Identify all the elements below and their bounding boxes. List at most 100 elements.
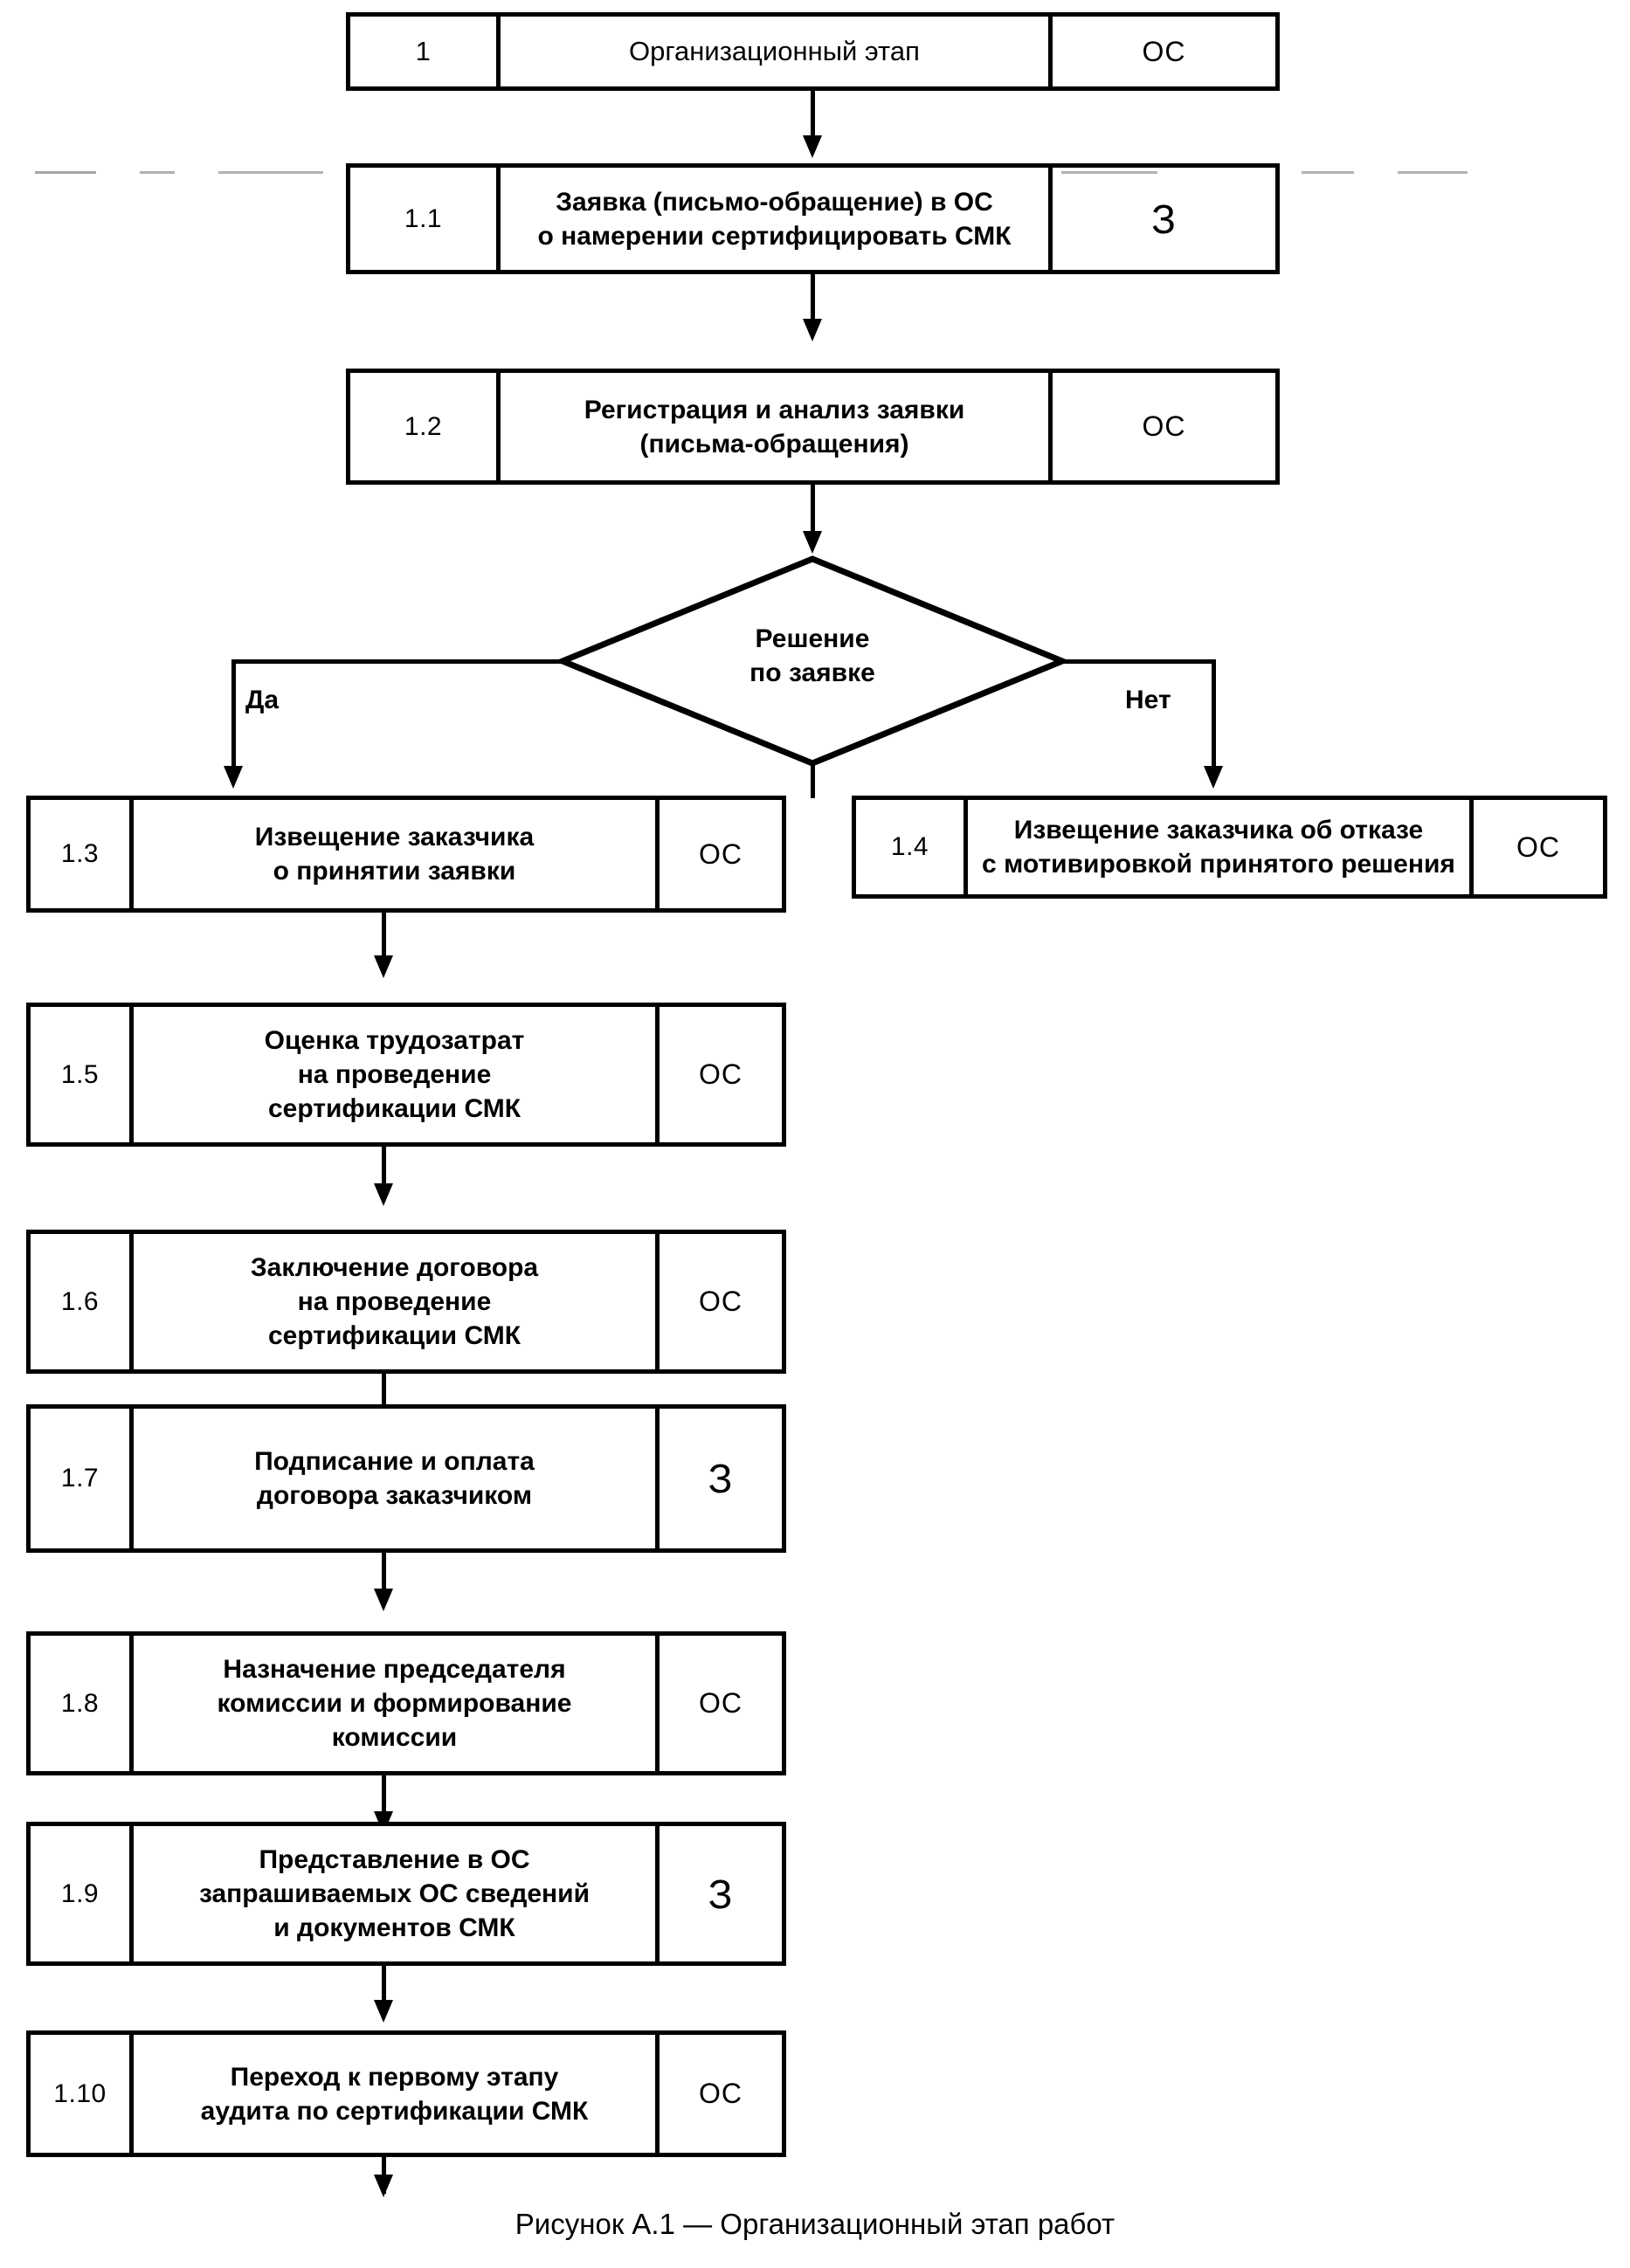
connector-1-6-to-1-7	[382, 1374, 386, 1416]
connector-1-2-to-decision	[811, 485, 815, 535]
step-number: 1.1	[350, 168, 501, 270]
arrowhead-icon	[803, 135, 822, 158]
step-label-line: и документов СМК	[273, 1913, 515, 1942]
step-label-line: Заявка (письмо-обращение) в ОС	[556, 187, 993, 217]
step-label-line: на проведение	[297, 1287, 492, 1316]
decision-label-line: по заявке	[749, 658, 875, 687]
step-label: Регистрация и анализ заявки (письма-обра…	[501, 373, 1053, 480]
branch-label-no: Нет	[1125, 686, 1171, 714]
step-box-1: 1 Организационный этап ОС	[346, 12, 1280, 91]
step-actor: З	[1151, 196, 1177, 242]
decision-label-line: Решение	[755, 624, 870, 653]
step-actor: ОС	[1142, 35, 1186, 67]
step-box-1-5: 1.5 Оценка трудозатрат на проведение сер…	[26, 1003, 786, 1147]
step-label: Представление в ОС запрашиваемых ОС свед…	[134, 1826, 660, 1961]
arrowhead-icon	[803, 531, 822, 554]
step-label-line: комиссии и формирование	[217, 1689, 572, 1718]
step-box-1-9: 1.9 Представление в ОС запрашиваемых ОС …	[26, 1822, 786, 1966]
arrowhead-icon	[374, 2175, 393, 2197]
step-label: Извещение заказчика об отказе с мотивиро…	[968, 800, 1474, 894]
step-label: Заключение договора на проведение сертиф…	[134, 1234, 660, 1369]
step-number: 1	[350, 17, 501, 86]
connector-1-5-to-1-6	[382, 1147, 386, 1188]
step-box-1-4: 1.4 Извещение заказчика об отказе с моти…	[852, 796, 1607, 899]
connector-1-8-to-1-9	[382, 1775, 386, 1815]
step-label: Извещение заказчика о принятии заявки	[134, 800, 660, 908]
connector-1-1-to-1-2	[811, 274, 815, 322]
scan-artifact	[218, 171, 323, 174]
step-actor: ОС	[699, 838, 742, 870]
step-number: 1.8	[31, 1636, 134, 1771]
step-number: 1.5	[31, 1007, 134, 1142]
step-label-line: Извещение заказчика	[254, 823, 535, 851]
figure-caption: Рисунок А.1 — Организационный этап работ	[515, 2208, 1115, 2240]
step-label-line: Назначение председателя	[223, 1655, 566, 1684]
step-number: 1.2	[350, 373, 501, 480]
arrowhead-icon	[803, 319, 822, 341]
step-label-line: комиссии	[331, 1723, 458, 1752]
step-number: 1.4	[856, 800, 968, 894]
branch-label-yes: Да	[245, 686, 280, 714]
step-number: 1.3	[31, 800, 134, 908]
scan-artifact	[140, 171, 175, 174]
step-label: Подписание и оплата договора заказчиком	[134, 1409, 660, 1548]
step-number: 1.10	[31, 2035, 134, 2153]
step-label-line: сертификации СМК	[267, 1321, 521, 1350]
step-label-line: Извещение заказчика об отказе	[1013, 816, 1424, 844]
step-label-line: Представление в ОС	[259, 1845, 530, 1874]
step-box-1-2: 1.2 Регистрация и анализ заявки (письма-…	[346, 369, 1280, 485]
step-label: Переход к первому этапу аудита по сертиф…	[134, 2035, 660, 2153]
step-actor: ОС	[1142, 410, 1186, 442]
step-label-line: Оценка трудозатрат	[264, 1026, 525, 1055]
arrowhead-icon	[1204, 766, 1223, 789]
connector-1-7-to-1-8	[382, 1553, 386, 1592]
step-label: Назначение председателя комиссии и форми…	[134, 1636, 660, 1771]
branch-yes-vertical	[231, 659, 236, 769]
arrowhead-icon	[374, 1589, 393, 1611]
step-actor: ОС	[699, 1286, 742, 1317]
step-number: 1.7	[31, 1409, 134, 1548]
step-label-line: Переход к первому этапу	[230, 2062, 559, 2092]
decision-bottom-stub	[811, 763, 815, 798]
step-label-line: на проведение	[297, 1060, 492, 1089]
branch-yes-horizontal	[231, 659, 566, 664]
decision-diamond: Решение по заявке	[559, 555, 1066, 767]
step-box-1-1: 1.1 Заявка (письмо-обращение) в ОС о нам…	[346, 163, 1280, 274]
scan-artifact	[35, 171, 96, 174]
branch-no-horizontal	[1059, 659, 1216, 664]
step-box-1-7: 1.7 Подписание и оплата договора заказчи…	[26, 1404, 786, 1553]
step-box-1-3: 1.3 Извещение заказчика о принятии заявк…	[26, 796, 786, 913]
step-actor: ОС	[699, 1058, 742, 1090]
step-actor: ОС	[1516, 831, 1560, 863]
arrowhead-icon	[374, 1183, 393, 1206]
step-label-line: (письма-обращения)	[639, 429, 909, 458]
arrowhead-icon	[224, 766, 243, 789]
scan-artifact	[1398, 171, 1468, 174]
step-actor: З	[708, 1871, 734, 1917]
step-label-line: о принятии заявки	[273, 857, 516, 886]
decision-label: Решение по заявке	[559, 622, 1066, 690]
step-label-line: договора заказчиком	[256, 1481, 533, 1510]
step-label: Оценка трудозатрат на проведение сертифи…	[134, 1007, 660, 1142]
step-label-line: с мотивировкой принятого решения	[982, 850, 1455, 879]
arrowhead-icon	[374, 2000, 393, 2023]
step-label-line: Регистрация и анализ заявки	[584, 395, 965, 424]
step-label-line: аудита по сертификации СМК	[200, 2096, 589, 2126]
step-actor: ОС	[699, 1687, 742, 1719]
step-label-line: о намерении сертифицировать СМК	[537, 221, 1012, 251]
step-label: Организационный этап	[501, 17, 1053, 86]
step-label-line: сертификации СМК	[267, 1094, 521, 1123]
branch-no-vertical	[1212, 659, 1216, 769]
connector-1-3-to-1-5	[382, 913, 386, 960]
step-label-line: Подписание и оплата	[254, 1447, 535, 1476]
step-number: 1.6	[31, 1234, 134, 1369]
connector-1-to-1-1	[811, 91, 815, 139]
scan-artifact	[1302, 171, 1354, 174]
step-label: Заявка (письмо-обращение) в ОС о намерен…	[501, 168, 1053, 270]
step-box-1-10: 1.10 Переход к первому этапу аудита по с…	[26, 2030, 786, 2157]
arrowhead-icon	[374, 955, 393, 978]
step-box-1-6: 1.6 Заключение договора на проведение се…	[26, 1230, 786, 1374]
connector-1-9-to-1-10	[382, 1966, 386, 2004]
step-actor: З	[708, 1456, 734, 1501]
